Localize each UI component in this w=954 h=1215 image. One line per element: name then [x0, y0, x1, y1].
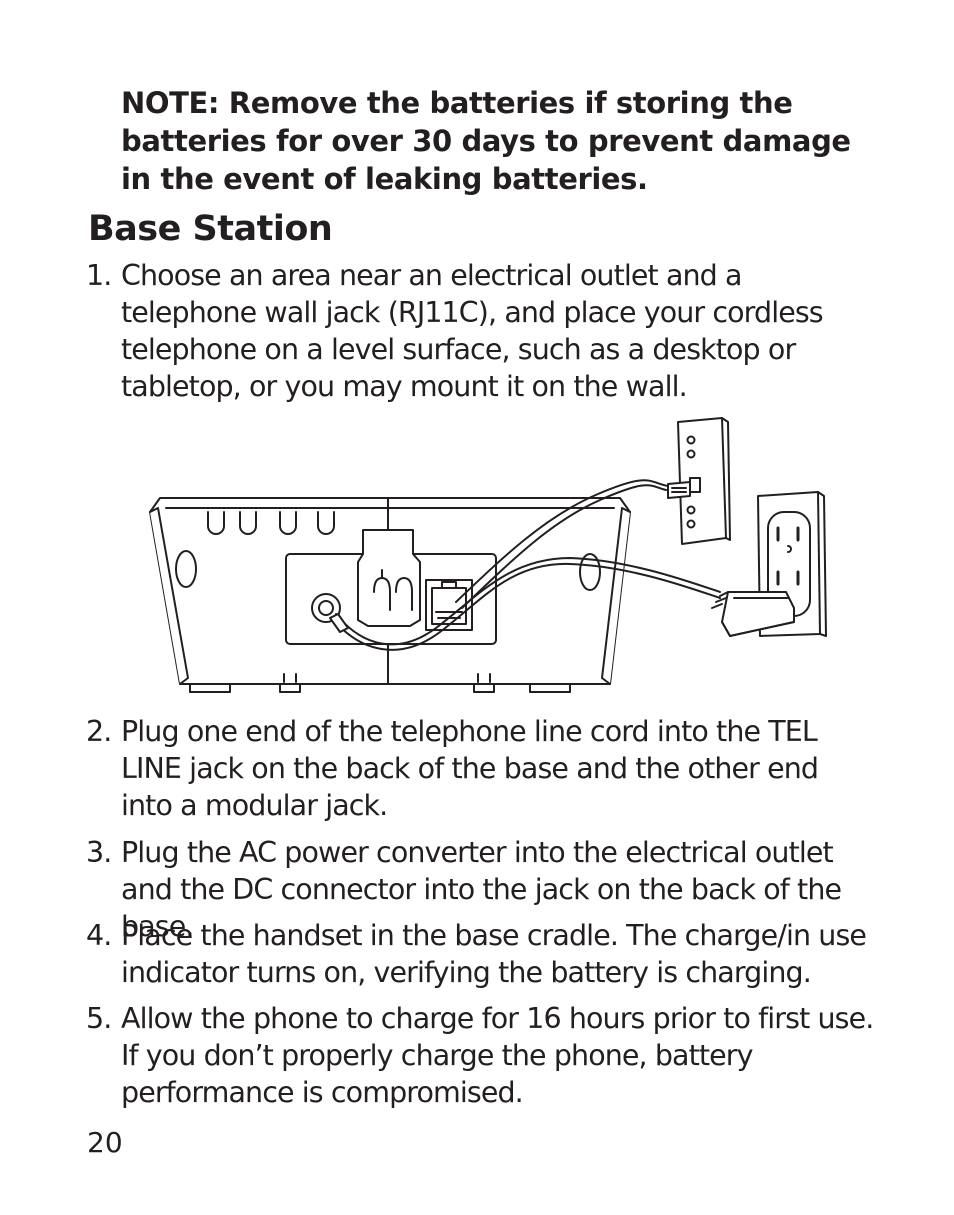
step-text: Allow the phone to charge for 16 hours p… [121, 1002, 874, 1109]
step-text: Place the handset in the base cradle. Th… [121, 919, 867, 989]
step-number: 5. [86, 1002, 112, 1035]
step-2: 2. Plug one end of the telephone line co… [86, 713, 876, 824]
electrical-outlet-illustration [711, 491, 827, 637]
cords-illustration [329, 479, 721, 651]
step-number: 4. [86, 919, 112, 952]
step-number: 2. [86, 715, 112, 748]
note-text: NOTE: Remove the batteries if storing th… [121, 86, 851, 196]
step-number: 3. [86, 836, 112, 869]
step-text: Plug one end of the telephone line cord … [121, 715, 819, 822]
step-5: 5. Allow the phone to charge for 16 hour… [86, 1000, 876, 1111]
step-4: 4. Place the handset in the base cradle.… [86, 917, 876, 991]
base-station-connection-diagram [149, 417, 827, 693]
step-text: Plug the AC power converter into the ele… [121, 836, 842, 943]
step-number: 1. [86, 259, 112, 292]
step-3: 3. Plug the AC power converter into the … [86, 834, 876, 945]
base-station-illustration [149, 497, 631, 693]
step-text: Choose an area near an electrical outlet… [121, 259, 824, 403]
page-number: 20 [87, 1126, 123, 1159]
wall-phone-jack-illustration [667, 417, 731, 545]
section-title: Base Station [88, 209, 333, 249]
step-1: 1. Choose an area near an electrical out… [86, 257, 876, 405]
